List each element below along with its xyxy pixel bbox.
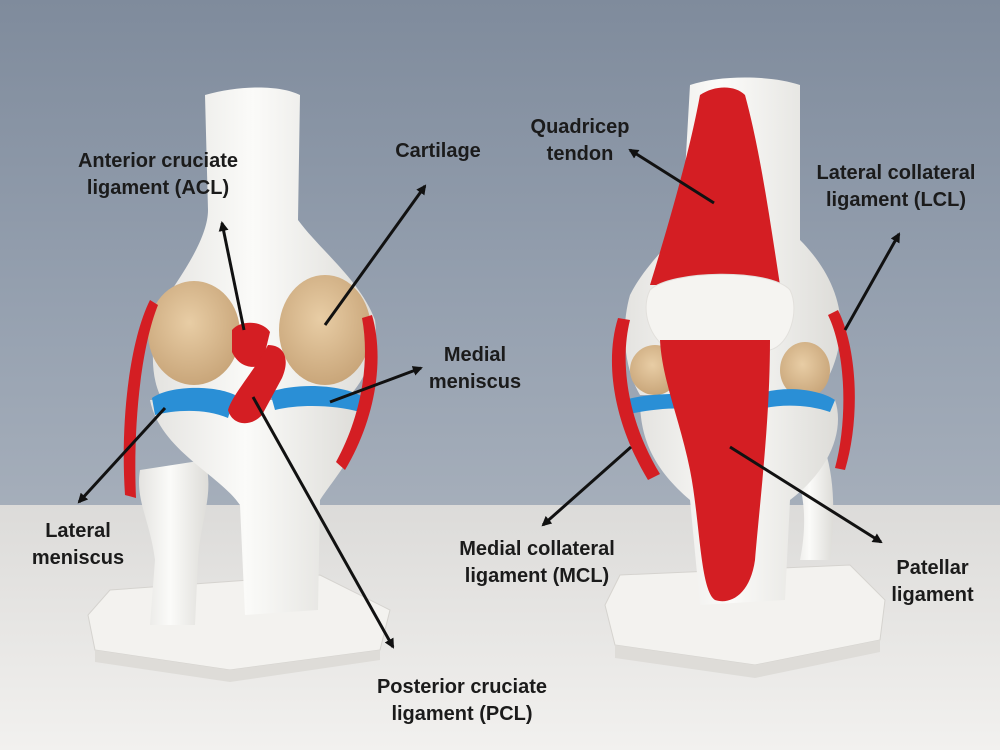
arrow-cartilage — [323, 184, 427, 326]
right-medial-collateral-shape — [611, 318, 660, 480]
left-acl-shape — [232, 322, 270, 367]
label-lcl: Lateral collateral ligament (LCL) — [816, 162, 976, 211]
arrow-lcl — [843, 232, 901, 331]
label-patellar: Patellar ligament — [891, 557, 974, 606]
left-cartilage-medial — [279, 275, 371, 385]
arrow-pcl — [251, 396, 395, 649]
right-knee-model — [604, 77, 886, 678]
arrow-quadricep — [628, 148, 715, 205]
label-quadricep: Quadricep tendon — [530, 116, 630, 165]
arrow-lateral-meniscus — [77, 406, 167, 504]
left-medial-meniscus-shape — [270, 386, 365, 412]
arrow-medial-meniscus — [329, 366, 423, 404]
right-quadricep-tendon-shape — [650, 87, 780, 285]
left-fibula — [138, 460, 209, 625]
annotation-arrows — [77, 148, 901, 649]
label-acl: Anterior cruciate ligament (ACL) — [77, 150, 239, 199]
left-knee-model — [87, 87, 391, 682]
arrow-mcl — [541, 445, 632, 527]
right-meniscus-shape-2 — [765, 389, 835, 412]
label-pcl: Posterior cruciate ligament (PCL) — [376, 676, 548, 725]
left-tibia — [150, 400, 362, 615]
right-lateral-collateral-shape — [828, 310, 855, 470]
left-lateral-meniscus-shape — [152, 387, 235, 418]
label-lateral-meniscus: Lateral meniscus — [31, 520, 125, 569]
label-mcl: Medial collateral ligament (MCL) — [459, 538, 615, 587]
left-cartilage-lateral — [148, 281, 240, 385]
right-cartilage-hint-2 — [780, 342, 830, 398]
arrow-patellar — [729, 445, 883, 544]
arrow-acl — [218, 221, 246, 331]
label-cartilage: Cartilage — [395, 140, 481, 162]
right-patellar-ligament-shape — [660, 340, 770, 602]
right-patella — [645, 273, 795, 351]
label-medial-meniscus: Medial meniscus — [428, 344, 522, 393]
left-lateral-collateral-shape — [123, 300, 158, 498]
left-medial-collateral-shape — [336, 315, 378, 470]
left-pcl-shape — [228, 345, 286, 424]
